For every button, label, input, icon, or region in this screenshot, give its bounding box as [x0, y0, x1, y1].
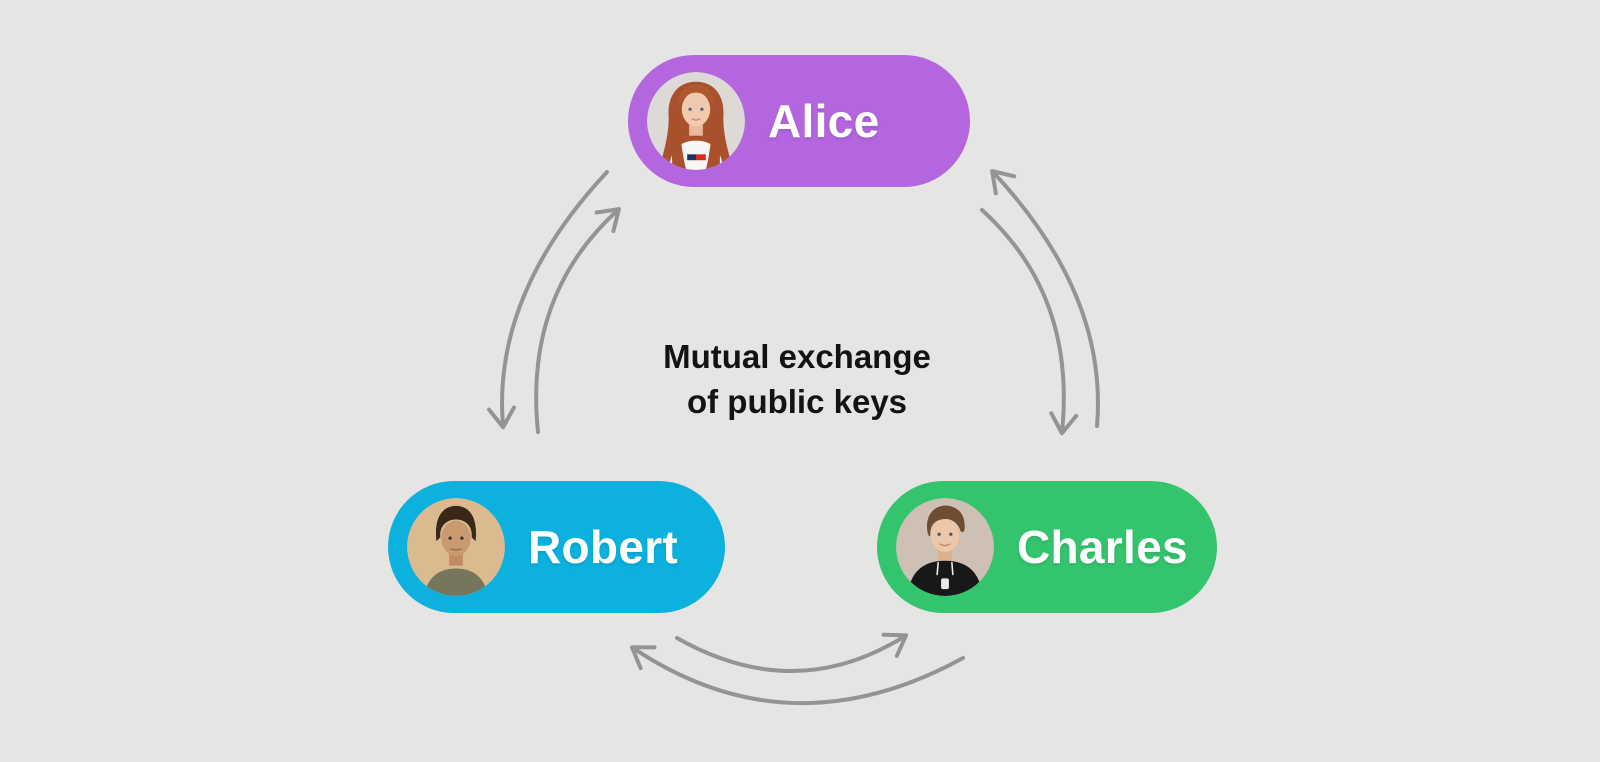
man-dark-hair-avatar-image — [407, 498, 505, 596]
woman-red-hair-avatar-image — [647, 72, 745, 170]
person-name-robert: Robert — [528, 521, 679, 573]
person-pill-alice: Alice — [628, 55, 970, 187]
arrow-charles-to-robert — [629, 645, 965, 706]
diagram-caption: Mutual exchange of public keys — [497, 334, 1097, 424]
arrow-alice-to-charles — [980, 208, 1079, 436]
charles-avatar — [896, 498, 994, 596]
robert-avatar — [407, 498, 505, 596]
person-pill-charles: Charles — [877, 481, 1217, 613]
person-name-alice: Alice — [768, 95, 880, 147]
arrow-robert-to-alice — [534, 207, 621, 434]
person-pill-robert: Robert — [388, 481, 725, 613]
person-name-charles: Charles — [1017, 521, 1188, 573]
arrow-charles-to-alice — [990, 169, 1100, 428]
alice-avatar — [647, 72, 745, 170]
arrow-alice-to-robert — [487, 170, 609, 430]
arrow-robert-to-charles — [675, 632, 909, 673]
caption-line-2: of public keys — [686, 383, 908, 420]
caption-line-1: Mutual exchange — [663, 338, 931, 375]
man-black-hoodie-avatar-image — [896, 498, 994, 596]
